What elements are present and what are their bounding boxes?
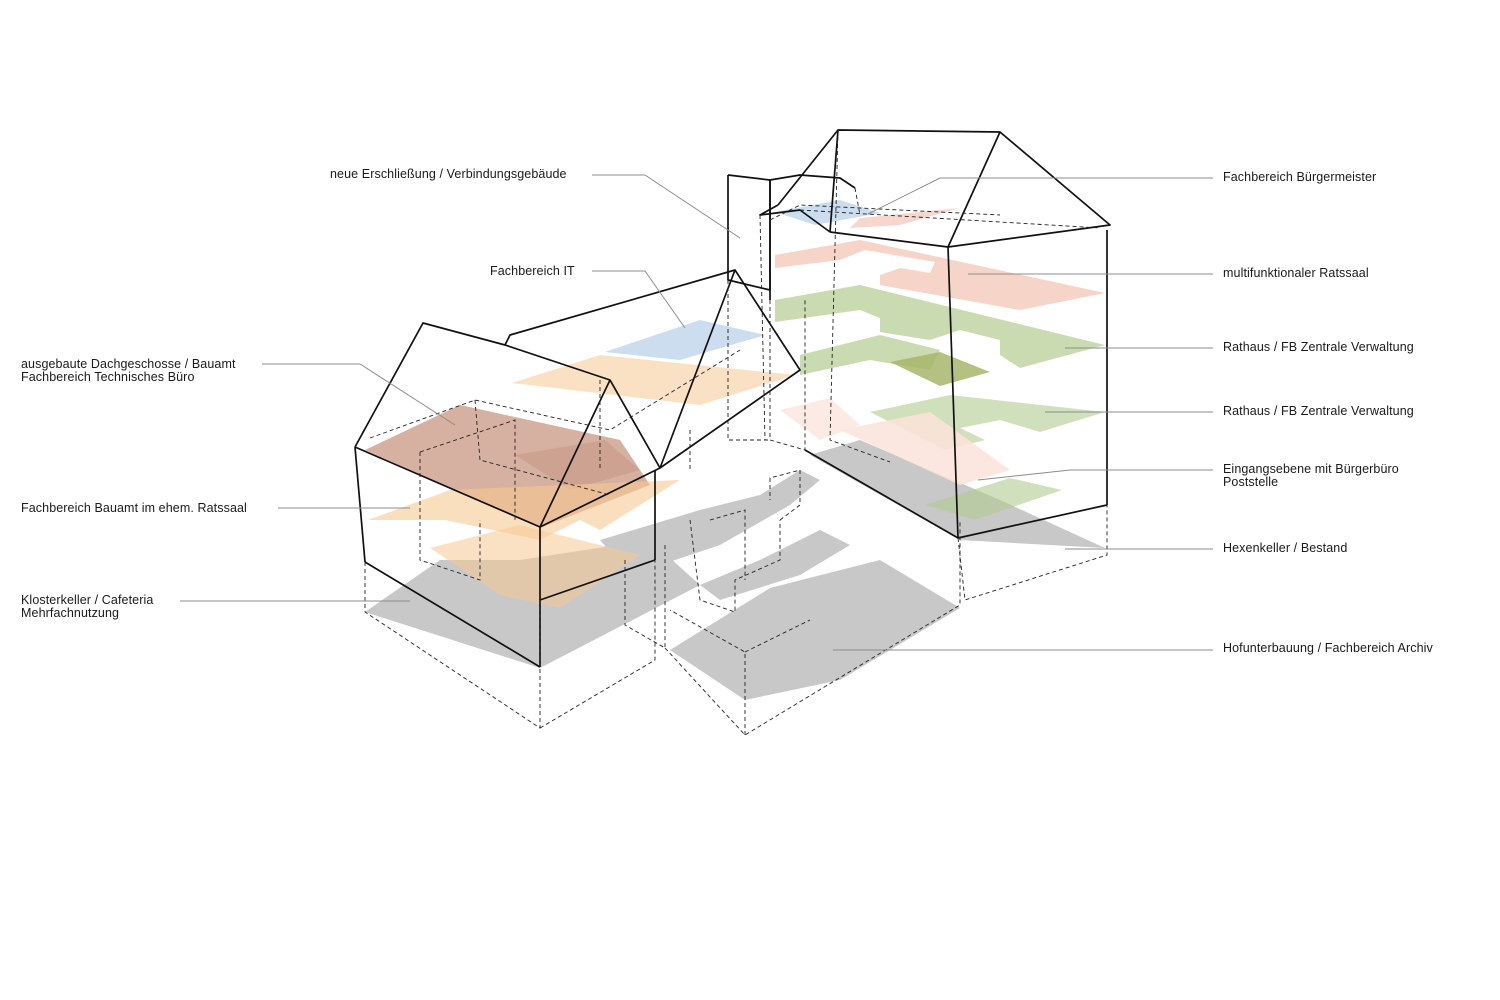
- shadow-hof-inner: [700, 530, 850, 600]
- label-buergermeister: Fachbereich Bürgermeister: [1223, 170, 1377, 184]
- label-hofunterbauung: Hofunterbauung / Fachbereich Archiv: [1223, 641, 1433, 655]
- plate-dach-brown2: [515, 440, 640, 490]
- plate-klosterkeller: [430, 525, 640, 608]
- label-klosterkeller-line2: Mehrfachnutzung: [21, 605, 120, 620]
- label-dachgeschosse: ausgebaute Dachgeschosse / Bauamt Fachbe…: [21, 358, 236, 383]
- label-bauamt: Fachbereich Bauamt im ehem. Ratssaal: [21, 501, 247, 515]
- shadow-left-building: [365, 540, 700, 668]
- leader-buergermeister: [867, 177, 1213, 215]
- label-eingang: Eingangsebene mit Bürgerbüro Poststelle: [1223, 463, 1399, 488]
- plate-dach-orange: [512, 355, 795, 405]
- hidden-lines: [364, 129, 1108, 736]
- plate-verwaltung-dark: [890, 352, 990, 386]
- label-eingang-line2: Poststelle: [1223, 474, 1279, 489]
- building-outlines: [354, 129, 1111, 668]
- leader-lines: [180, 174, 1213, 651]
- label-klosterkeller: Klosterkeller / Cafeteria Mehrfachnutzun…: [21, 594, 153, 619]
- label-eingang-line1: Eingangsebene mit Bürgerbüro: [1223, 462, 1399, 476]
- plate-ratssaal: [775, 240, 1105, 310]
- label-ratssaal: multifunktionaler Ratssaal: [1223, 266, 1369, 280]
- plate-bauamt: [368, 480, 680, 540]
- rathaus-roof: [829, 129, 1111, 248]
- label-hexenkeller: Hexenkeller / Bestand: [1223, 541, 1348, 555]
- label-klosterkeller-line1: Klosterkeller / Cafeteria: [21, 593, 154, 607]
- plate-verwaltung-1: [775, 285, 1105, 368]
- shadow-hof: [670, 560, 960, 700]
- plate-eingang-green: [925, 478, 1062, 520]
- leader-dachgeschosse: [262, 363, 456, 426]
- label-it: Fachbereich IT: [490, 264, 575, 278]
- label-erschliessung: neue Erschließung / Verbindungsgebäude: [330, 167, 567, 181]
- floor-plates: [365, 200, 1105, 608]
- label-rathaus-2: Rathaus / FB Zentrale Verwaltung: [1223, 404, 1414, 418]
- plate-eingang: [840, 412, 1010, 485]
- leader-it: [592, 270, 686, 329]
- plate-it: [605, 320, 765, 360]
- leader-eingang: [977, 469, 1213, 481]
- label-dachgeschosse-line2: Fachbereich Technisches Büro: [21, 369, 195, 384]
- label-dachgeschosse-line1: ausgebaute Dachgeschosse / Bauamt: [21, 357, 236, 371]
- plate-link-pink: [780, 398, 860, 440]
- plate-buergermeister-pink: [850, 208, 960, 228]
- leader-erschliessung: [592, 174, 741, 239]
- plate-buergermeister: [775, 200, 880, 225]
- label-rathaus-1: Rathaus / FB Zentrale Verwaltung: [1223, 340, 1414, 354]
